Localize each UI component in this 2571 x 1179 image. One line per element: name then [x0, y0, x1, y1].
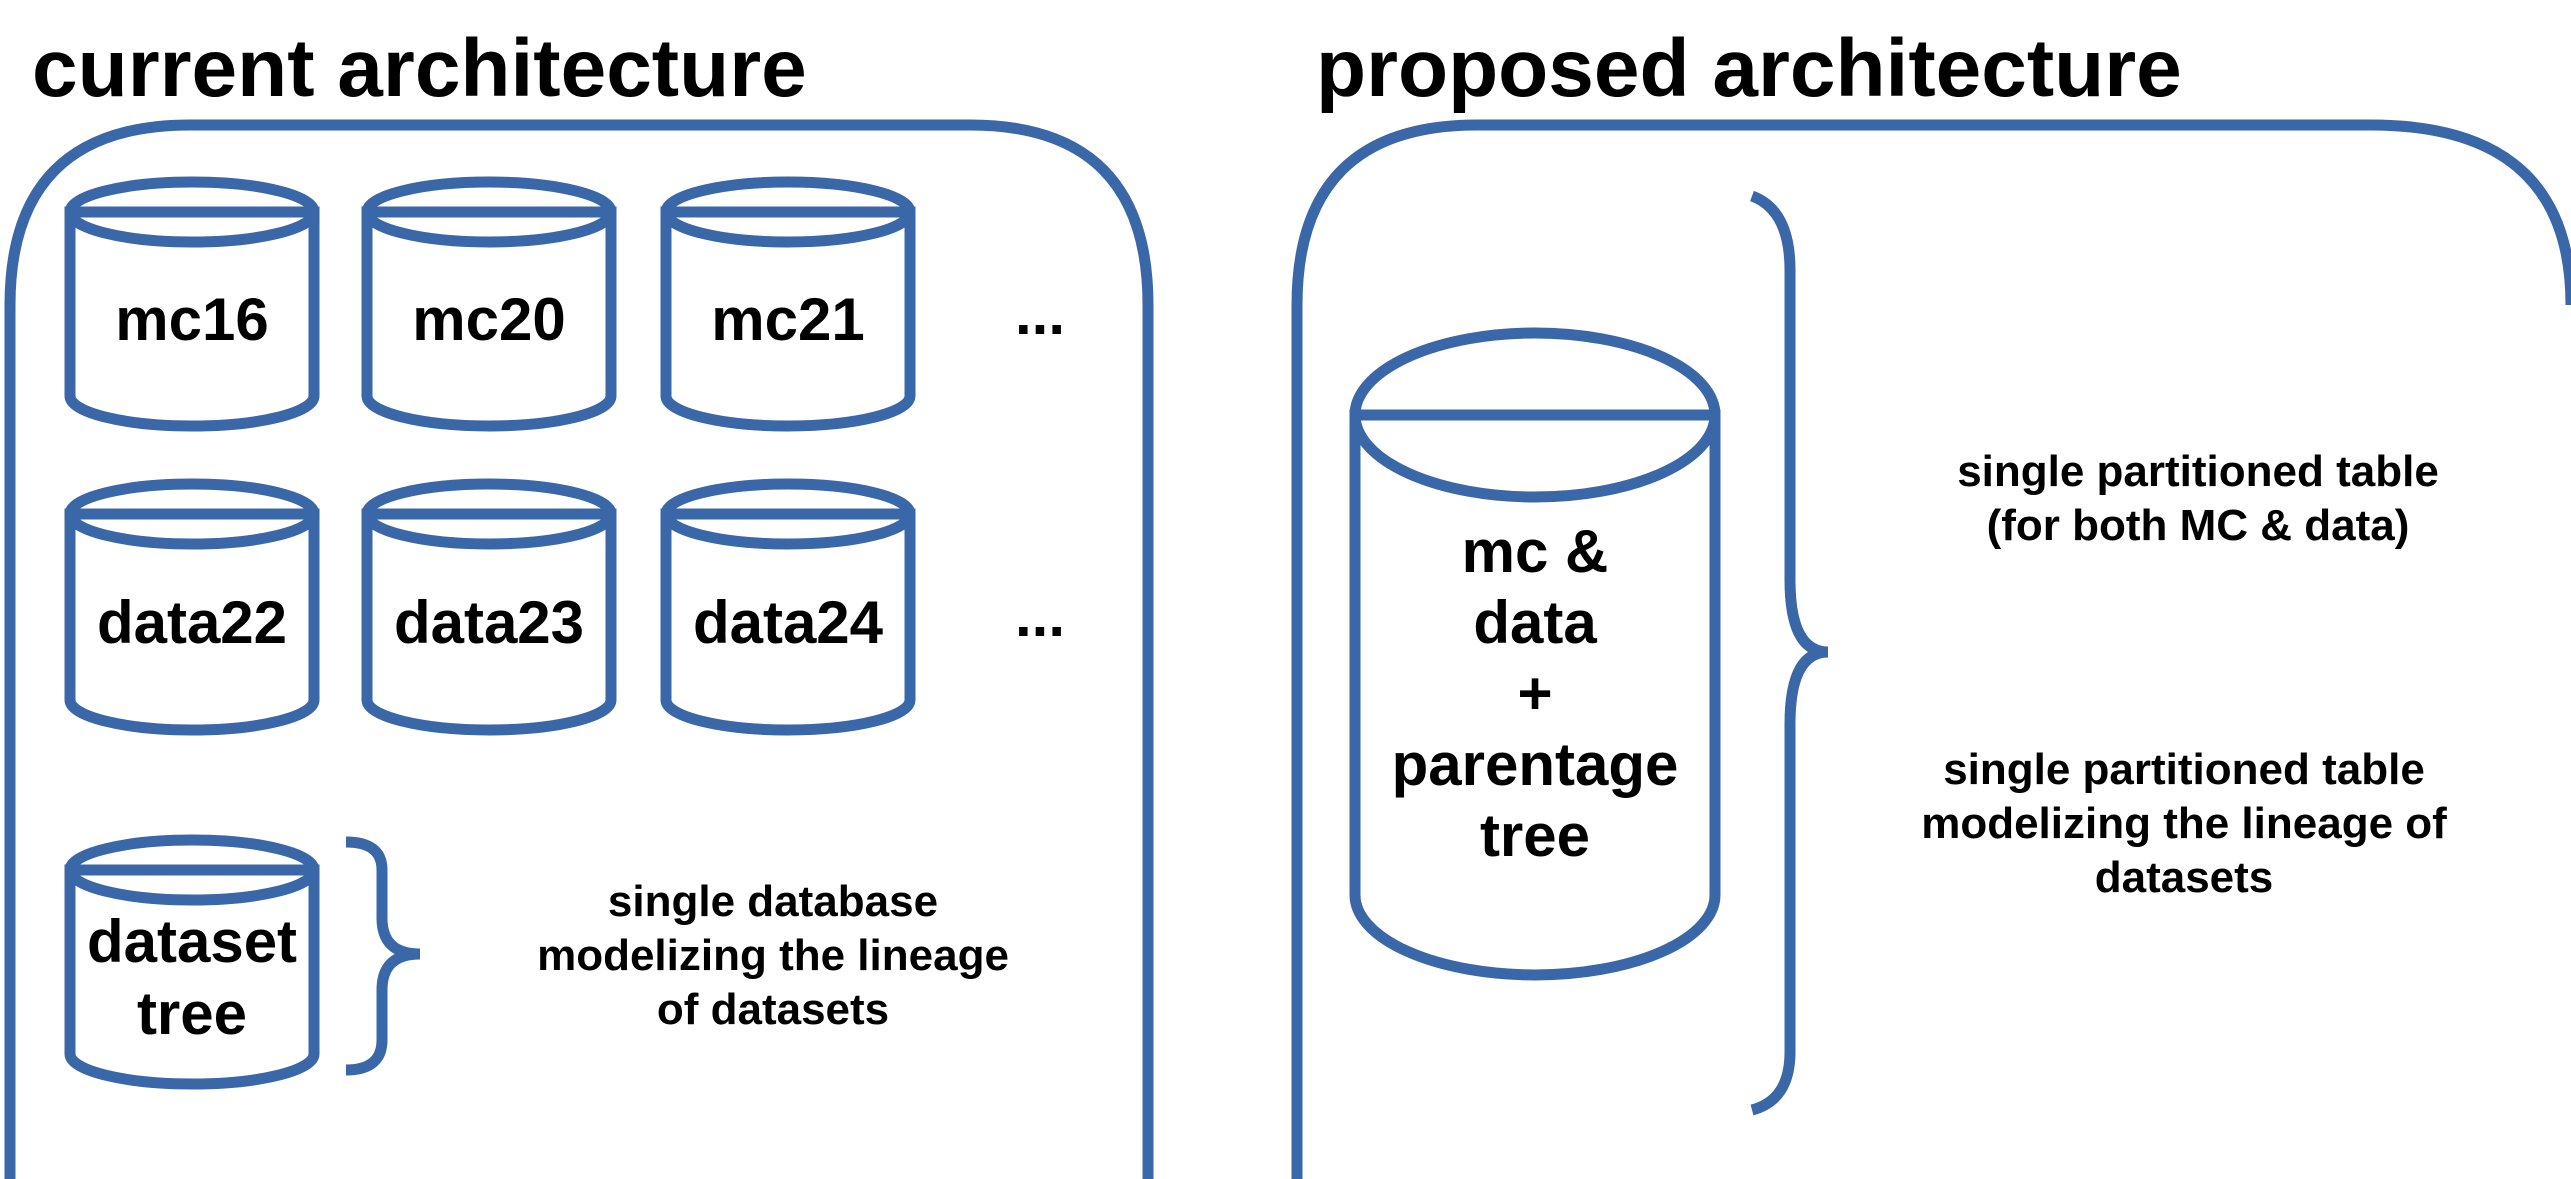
note-line: of datasets [657, 985, 889, 1034]
database-label: data23 [394, 589, 584, 656]
database-label-line: mc & [1462, 518, 1609, 585]
database-label: mc16 [115, 286, 268, 353]
database-mc-data-parentage-tree: mc & data + parentage tree [1349, 327, 1721, 981]
database-data22: data22 [64, 478, 320, 736]
database-data24: data24 [660, 478, 916, 736]
note-line: single partitioned table [1943, 745, 2425, 794]
more-mc-ellipsis: ... [1015, 280, 1065, 347]
note-line: modelizing the lineage of [1921, 799, 2447, 848]
database-dataset-tree: dataset tree [64, 834, 320, 1090]
partitioned-table-note: single partitioned table (for both MC & … [1957, 447, 2439, 550]
lineage-table-note: single partitioned table modelizing the … [1921, 745, 2447, 902]
database-mc20: mc20 [361, 176, 617, 432]
database-mc16: mc16 [64, 176, 320, 432]
lineage-database-note: single database modelizing the lineage o… [537, 877, 1009, 1034]
more-data-ellipsis: ... [1015, 582, 1065, 649]
database-label-line: data [1473, 589, 1597, 656]
curly-brace-icon [1749, 190, 1829, 1116]
note-line: single partitioned table [1957, 447, 2439, 496]
current-architecture-panel [4, 119, 1154, 1179]
note-line: single database [608, 877, 938, 926]
database-data23: data23 [361, 478, 617, 736]
current-architecture-title: current architecture [32, 23, 807, 114]
note-line: modelizing the lineage [537, 931, 1009, 980]
database-mc21: mc21 [660, 176, 916, 432]
note-line: datasets [2095, 853, 2274, 902]
database-label: data24 [693, 589, 884, 656]
database-label-line: tree [1480, 802, 1590, 869]
proposed-architecture-title: proposed architecture [1316, 23, 2182, 114]
proposed-architecture-panel [1291, 119, 2571, 1179]
database-label: mc20 [412, 286, 565, 353]
curly-brace-icon [345, 836, 421, 1076]
database-label-line: parentage [1392, 731, 1679, 798]
database-label: data22 [97, 589, 287, 656]
database-label: mc21 [711, 286, 864, 353]
note-line: (for both MC & data) [1987, 501, 2410, 550]
database-label-line: dataset [87, 908, 297, 975]
database-label-line: + [1517, 660, 1552, 727]
database-label-line: tree [137, 980, 247, 1047]
